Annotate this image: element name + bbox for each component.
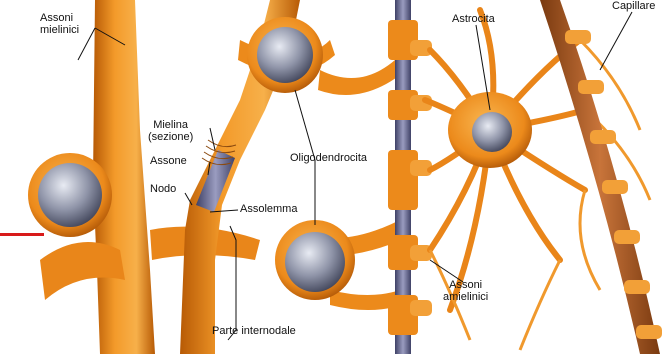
astrocyte-nucleus [472,112,512,152]
label-assoni-mielinici: Assoni mielinici [40,12,79,36]
label-assone: Assone [150,155,187,167]
label-astrocita: Astrocita [452,13,495,25]
label-mielina-line2: (sezione) [148,131,193,143]
label-mielina-line1: Mielina [148,119,193,131]
label-assoni-amielinici-line2: amielinici [443,291,488,303]
label-assolemma: Assolemma [240,203,297,215]
leader-lines [78,12,632,340]
label-assoni-amielinici: Assoni amielinici [443,279,488,303]
label-parte-internodale: Parte internodale [212,325,296,337]
label-mielina: Mielina (sezione) [148,119,193,143]
unmyelinated-axon-bundle [388,0,432,354]
label-assoni-mielinici-line1: Assoni [40,12,79,24]
label-nodo: Nodo [150,183,176,195]
label-capillare: Capillare [612,0,655,12]
label-oligodendrocita: Oligodendrocita [290,152,367,164]
label-assoni-mielinici-line2: mielinici [40,24,79,36]
label-assoni-amielinici-line1: Assoni [443,279,488,291]
red-accent-line [0,233,44,236]
